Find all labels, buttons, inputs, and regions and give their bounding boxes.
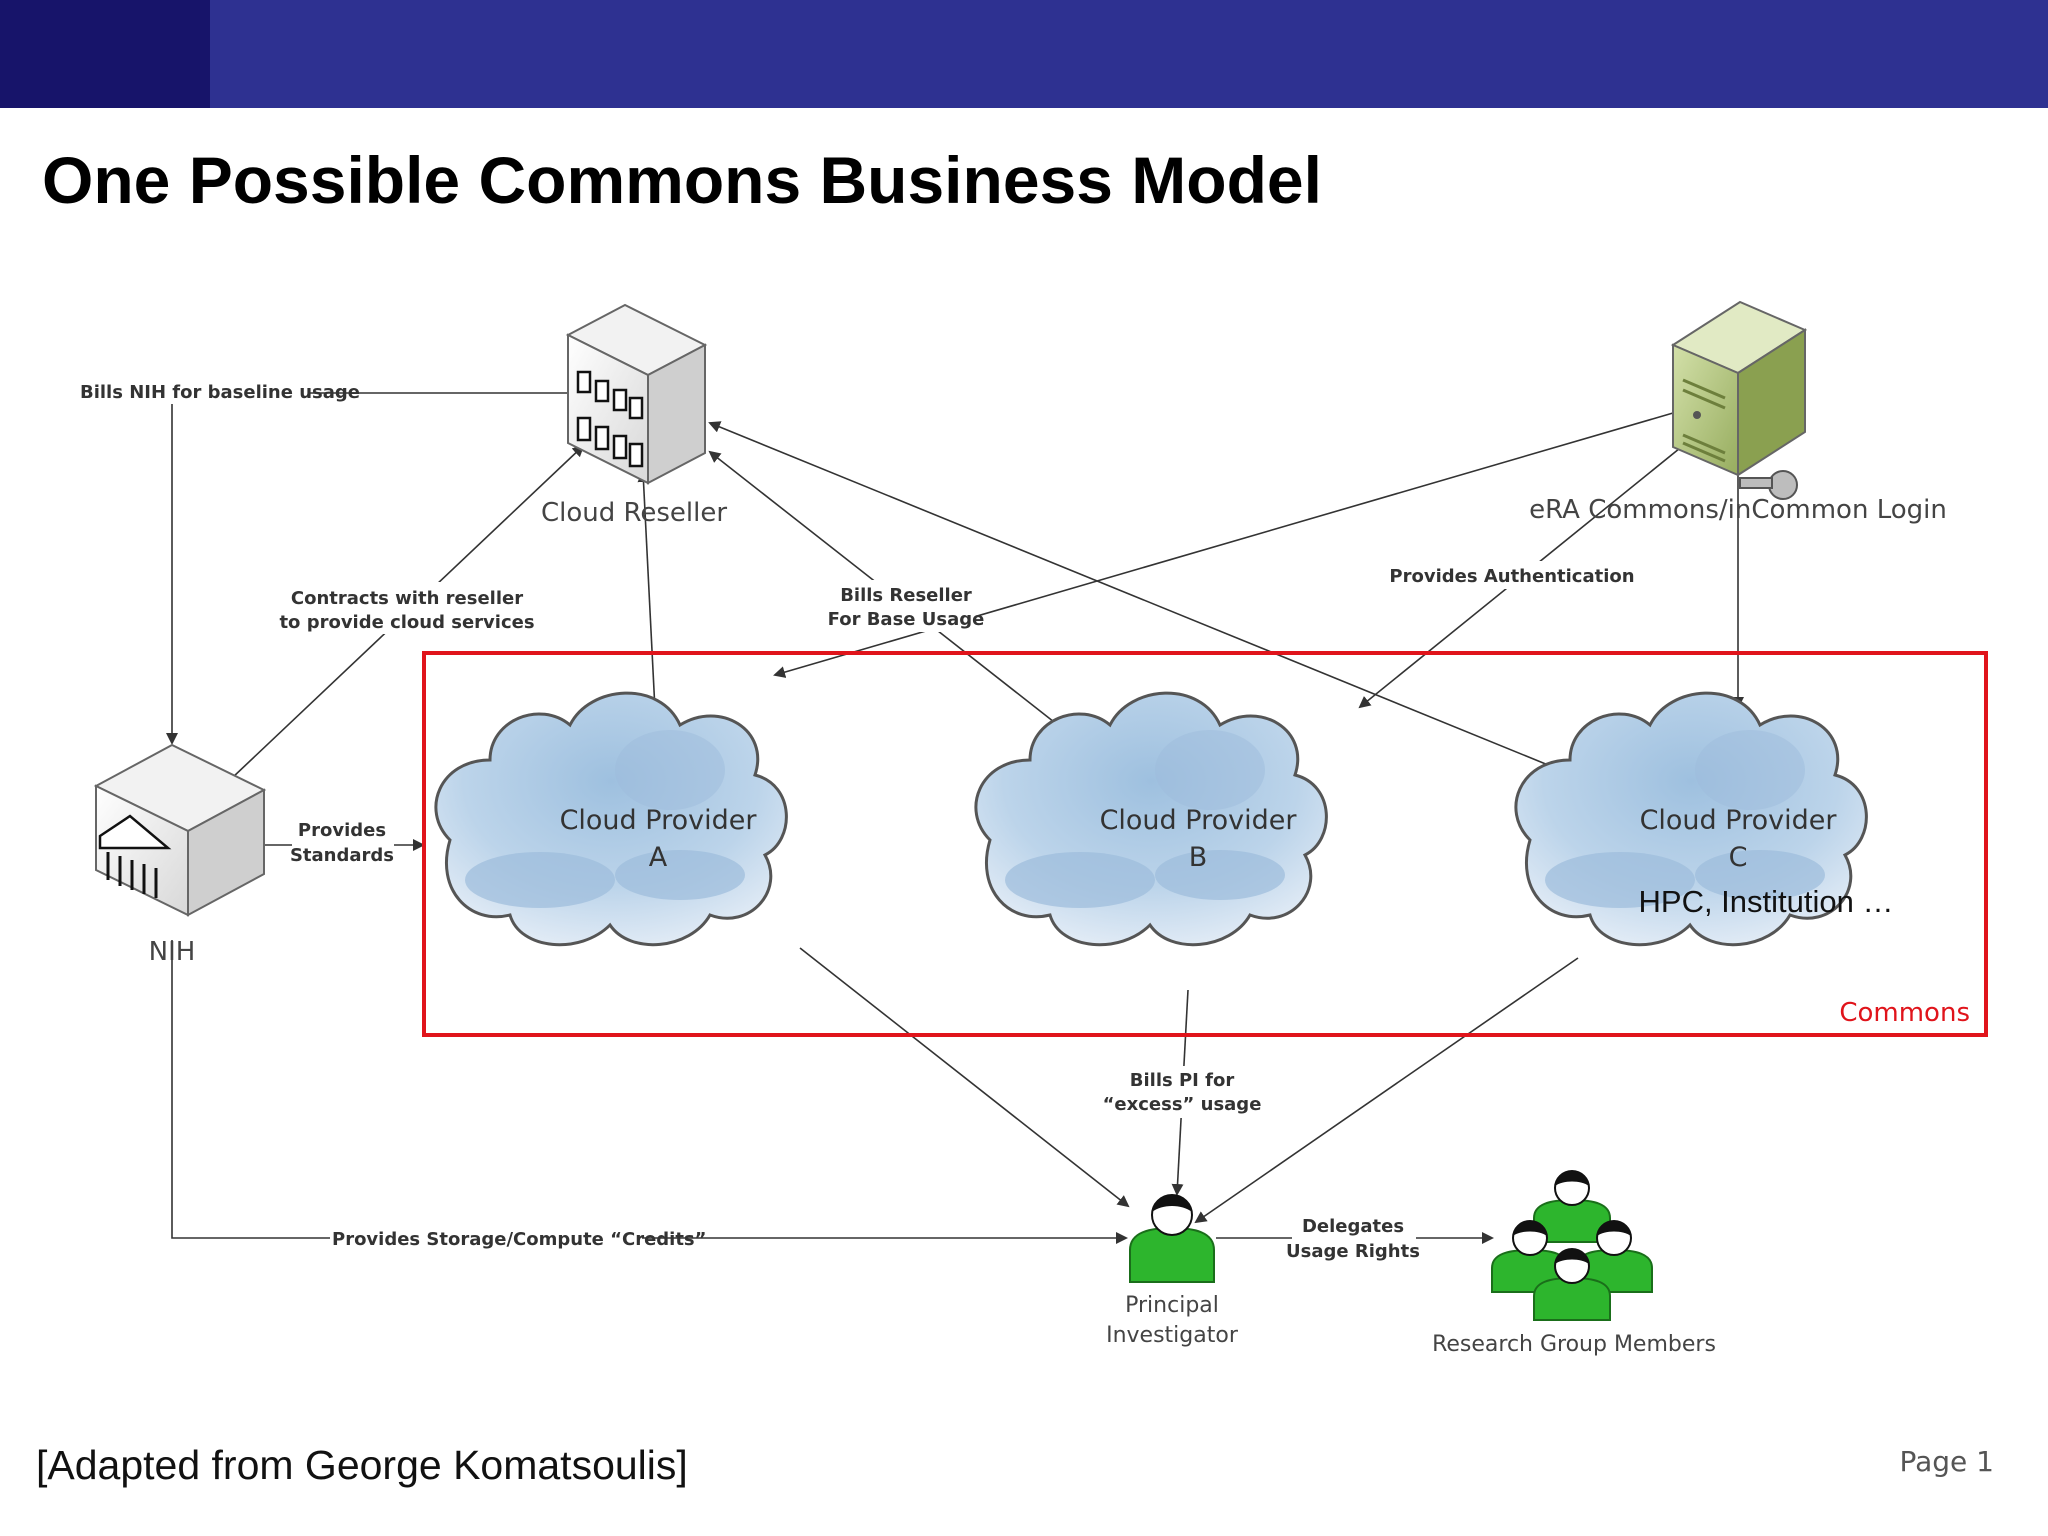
label-provides-standards-line1: Provides bbox=[298, 820, 386, 841]
cloud-provider-a-title: Cloud Provider bbox=[560, 805, 758, 836]
label-contracts-line2: to provide cloud services bbox=[279, 612, 534, 633]
commons-label: Commons bbox=[1839, 998, 1970, 1028]
research-group-label: Research Group Members bbox=[1432, 1332, 1716, 1357]
cloud-reseller-label: Cloud Reseller bbox=[541, 498, 727, 528]
label-bills-nih: Bills NIH for baseline usage bbox=[80, 382, 360, 403]
label-bills-pi-line1: Bills PI for bbox=[1130, 1070, 1235, 1091]
page-number: Page 1 bbox=[1899, 1445, 1995, 1478]
edge-nih-credits bbox=[171, 940, 1128, 1244]
cloud-provider-c-letter: C bbox=[1729, 842, 1748, 873]
cloud-provider-a-letter: A bbox=[649, 842, 668, 873]
label-delegates-line1: Delegates bbox=[1302, 1216, 1404, 1237]
label-delegates-line2: Usage Rights bbox=[1286, 1241, 1420, 1262]
nih-building-icon bbox=[93, 743, 267, 917]
era-login-label: eRA Commons/inCommon Login bbox=[1529, 495, 1947, 525]
label-provides-credits: Provides Storage/Compute “Credits” bbox=[332, 1229, 706, 1250]
research-group-icon bbox=[1491, 1170, 1653, 1321]
cloud-provider-a: Cloud Provider A bbox=[434, 691, 788, 947]
principal-investigator-icon bbox=[1129, 1194, 1215, 1283]
header-bar bbox=[0, 0, 2048, 108]
edge-provider-a-to-pi bbox=[799, 947, 1130, 1208]
cloud-provider-b-title: Cloud Provider bbox=[1100, 805, 1298, 836]
cloud-provider-c-title: Cloud Provider bbox=[1640, 805, 1838, 836]
edge-reseller-to-nih bbox=[166, 392, 568, 745]
edge-provider-c-to-pi bbox=[1194, 957, 1579, 1224]
commons-boundary bbox=[422, 651, 1988, 1037]
header-accent bbox=[0, 0, 210, 108]
edges bbox=[166, 392, 1744, 1244]
label-bills-reseller-line1: Bills Reseller bbox=[840, 585, 972, 606]
edge-provider-c-to-reseller bbox=[708, 421, 1581, 779]
edge-login-to-provider-a bbox=[773, 412, 1674, 678]
pi-label-line2: Investigator bbox=[1106, 1323, 1239, 1348]
pi-label-line1: Principal bbox=[1125, 1293, 1219, 1318]
cloud-provider-b-letter: B bbox=[1189, 842, 1208, 873]
edge-provider-a-to-reseller bbox=[637, 470, 656, 711]
edge-labels: Bills NIH for baseline usage Contracts w… bbox=[76, 378, 1635, 1266]
label-bills-pi-line2: “excess” usage bbox=[1103, 1094, 1262, 1115]
cloud-provider-b: Cloud Provider B bbox=[974, 691, 1328, 947]
cloud-provider-c-detail: HPC, Institution … bbox=[1639, 884, 1894, 919]
slide-title: One Possible Commons Business Model bbox=[42, 143, 1322, 217]
cloud-reseller-building-icon bbox=[565, 303, 708, 485]
cloud-provider-c: Cloud Provider C HPC, Institution … bbox=[1514, 691, 1894, 947]
source-attribution: [Adapted from George Komatsoulis] bbox=[36, 1442, 688, 1488]
label-contracts-line1: Contracts with reseller bbox=[291, 588, 523, 609]
label-provides-standards-line2: Standards bbox=[290, 845, 394, 866]
label-bills-reseller-line2: For Base Usage bbox=[828, 609, 985, 630]
label-provides-auth: Provides Authentication bbox=[1389, 566, 1634, 587]
nih-label: NIH bbox=[149, 937, 196, 967]
server-key-icon bbox=[1670, 300, 1808, 500]
